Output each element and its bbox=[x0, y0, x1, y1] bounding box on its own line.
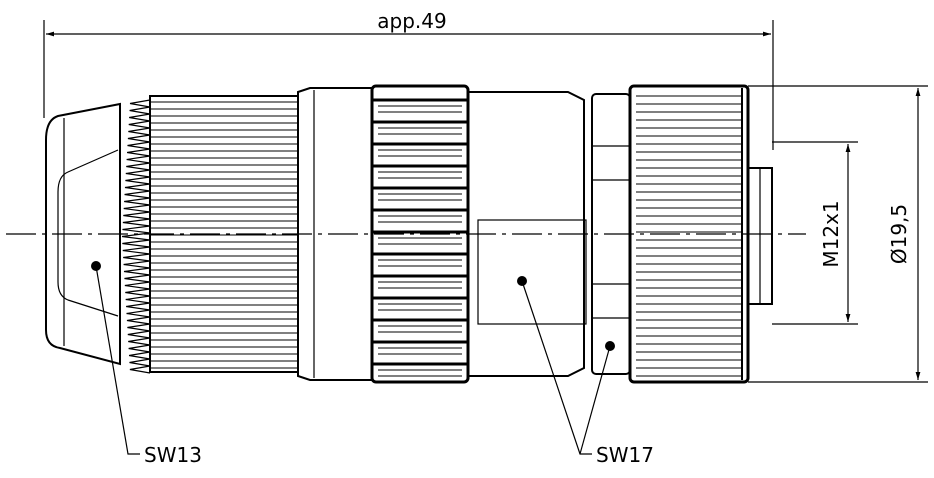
coupling-nut bbox=[370, 84, 470, 384]
front-thread bbox=[747, 167, 773, 305]
sw17-callout: SW17 bbox=[517, 276, 654, 467]
overall-length-label: app.49 bbox=[377, 9, 446, 33]
connector-boot bbox=[45, 102, 121, 366]
diameter-label: Ø19,5 bbox=[887, 204, 911, 264]
thread-label: M12x1 bbox=[819, 200, 843, 267]
front-coupling-nut bbox=[628, 84, 750, 384]
sw13-callout: SW13 bbox=[91, 261, 202, 467]
hex-body bbox=[467, 91, 587, 377]
sw17-label: SW17 bbox=[596, 443, 654, 467]
thread-dimension: M12x1 bbox=[772, 141, 858, 325]
diameter-dimension: Ø19,5 bbox=[748, 85, 928, 383]
sw13-label: SW13 bbox=[144, 443, 202, 467]
overall-length-dimension: app.49 bbox=[43, 9, 774, 150]
knurled-sleeve bbox=[121, 95, 299, 374]
